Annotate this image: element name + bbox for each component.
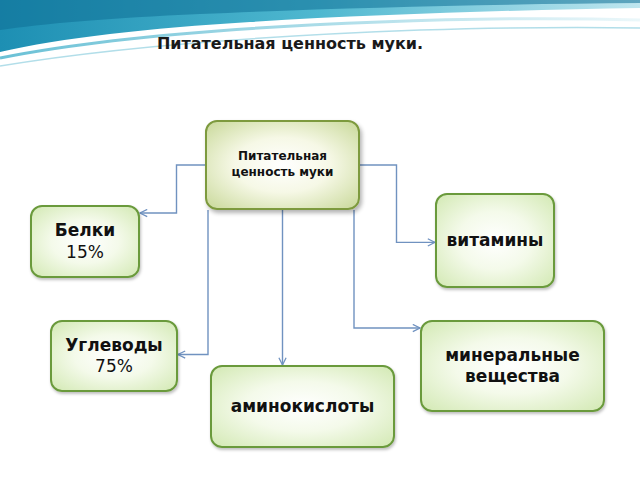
- category-box: аминокислоты: [210, 365, 395, 448]
- percent-value: 75%: [95, 356, 133, 376]
- text-group: аминокислоты: [231, 396, 375, 417]
- box-label: Белки: [55, 220, 115, 241]
- text-group: витамины: [447, 230, 544, 251]
- category-box: минеральные вещества: [420, 320, 605, 412]
- connector-arrow: [282, 210, 283, 365]
- diagram-title: Питательная ценность муки.: [0, 34, 580, 53]
- percent-value: 15%: [55, 242, 115, 263]
- box-label: Питательная ценность муки: [232, 149, 334, 179]
- connector-arrow: [140, 165, 205, 213]
- swoosh-band: [0, 0, 640, 30]
- swoosh-line: [0, 27, 640, 66]
- central-box: Питательная ценность муки: [205, 120, 360, 210]
- connector-arrow: [354, 210, 420, 328]
- category-box: витамины: [435, 193, 555, 288]
- text-group: минеральные вещества: [430, 345, 595, 388]
- box-label: аминокислоты: [231, 396, 375, 416]
- category-box: Белки 15%: [30, 205, 140, 278]
- connector-arrow: [360, 165, 435, 242]
- box-label: витамины: [447, 230, 544, 250]
- category-box: Углеводы 75%: [50, 320, 178, 392]
- text-group: Белки 15%: [55, 220, 115, 263]
- box-label: минеральные вещества: [445, 345, 580, 386]
- text-group: Питательная ценность муки: [215, 149, 350, 180]
- box-label: Углеводы: [65, 335, 163, 355]
- connector-arrow: [178, 210, 208, 355]
- text-group: Углеводы 75%: [60, 335, 168, 378]
